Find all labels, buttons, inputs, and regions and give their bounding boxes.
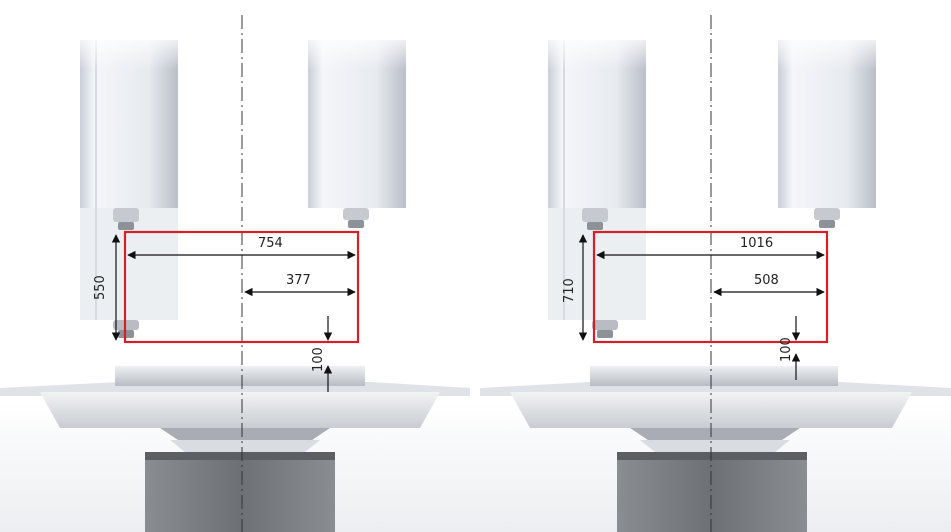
work-envelope <box>123 230 360 344</box>
machine-bed <box>0 366 470 532</box>
machine-base <box>145 452 335 532</box>
label-width-total: 754 <box>258 236 283 251</box>
label-width-half: 377 <box>286 273 311 288</box>
machine-base <box>617 452 807 532</box>
label-clearance: 100 <box>779 337 794 362</box>
label-width-total: 1016 <box>740 236 773 251</box>
work-table <box>590 366 838 386</box>
left-panel: 754 377 550 100 <box>0 15 470 532</box>
label-clearance: 100 <box>311 347 326 372</box>
right-panel: 1016 508 710 100 <box>480 15 951 532</box>
label-height: 550 <box>93 275 108 300</box>
work-envelope <box>592 230 829 344</box>
machine-bed <box>480 366 951 532</box>
work-table <box>115 366 365 386</box>
label-height: 710 <box>562 278 577 303</box>
label-width-half: 508 <box>754 273 779 288</box>
